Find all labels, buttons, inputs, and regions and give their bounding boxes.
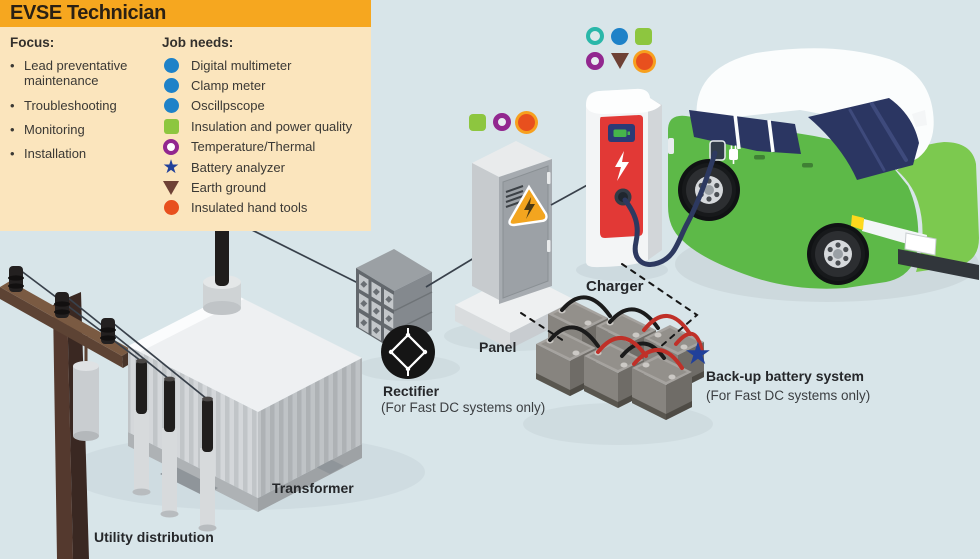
label-charger: Charger (586, 278, 644, 295)
list-item: Insulation and power quality (162, 118, 363, 134)
bolt-icon (615, 151, 629, 181)
focus-item-label: Lead preventative maintenance (24, 58, 128, 89)
orange-circle-icon (518, 113, 535, 131)
charging-cable (622, 150, 718, 267)
list-item: Earth ground (162, 180, 363, 195)
pole-insulators (8, 266, 116, 344)
blue-circle-icon (163, 98, 179, 114)
label-transformer: Transformer (272, 480, 354, 496)
charger-screen (608, 124, 635, 142)
purple-donut-icon (163, 138, 179, 155)
need-label: Insulation and power quality (191, 118, 353, 134)
bullet: • (10, 146, 15, 162)
list-item: Oscillpscope (162, 98, 363, 114)
list-item: • Troubleshooting (10, 98, 162, 113)
job-needs-section: Job needs: Digital multimeter Clamp mete… (162, 33, 363, 221)
need-label: Digital multimeter (191, 58, 292, 73)
bullet: • (10, 58, 15, 73)
bullet: • (10, 97, 15, 113)
need-label: Earth ground (191, 180, 267, 196)
list-item: Clamp meter (162, 78, 363, 94)
purple-donut-icon (493, 113, 511, 131)
need-label: Battery analyzer (191, 159, 285, 175)
green-square-icon (635, 27, 652, 45)
label-utility-distribution: Utility distribution (94, 529, 214, 545)
list-item: ★ Battery analyzer (162, 155, 363, 178)
focus-item-label: Monitoring (24, 121, 85, 137)
legend-panel: EVSE Technician Focus: • Lead preventativ… (0, 0, 371, 231)
wire-panel-charger (550, 182, 592, 206)
dashed-links (520, 263, 699, 349)
need-label: Clamp meter (191, 78, 266, 94)
charger (586, 88, 718, 268)
list-item: • Monitoring (10, 122, 162, 137)
bullet: • (10, 121, 15, 137)
warning-triangle-icon (508, 184, 548, 227)
orange-circle-icon (163, 200, 179, 216)
label-backup-battery: Back-up battery system (706, 368, 864, 384)
focus-item-label: Installation (24, 146, 87, 162)
wire-rectifier-panel (425, 257, 475, 288)
backup-battery-system (536, 295, 704, 420)
blue-star-icon: ★ (684, 336, 712, 372)
tool-icons-charger (586, 27, 653, 77)
green-square-icon (469, 113, 486, 131)
need-label: Insulated hand tools (191, 200, 308, 216)
focus-heading: Focus: (10, 35, 55, 50)
panel (455, 141, 575, 349)
side-mirror (912, 110, 927, 127)
orange-circle-icon (636, 52, 653, 70)
utility-pole (0, 281, 133, 559)
need-label: Oscillpscope (191, 98, 265, 114)
battery-cables (548, 295, 704, 370)
list-item: • Lead preventative maintenance (10, 58, 162, 89)
label-rectifier: Rectifier (383, 383, 440, 399)
front-bumper (898, 249, 979, 280)
note-rectifier: (For Fast DC systems only) (381, 400, 546, 415)
blue-circle-icon (163, 58, 179, 73)
license-plate (904, 232, 937, 256)
blue-circle-icon (611, 27, 628, 45)
brown-triangle-icon (163, 180, 179, 195)
transformer-bushings (132, 358, 217, 532)
purple-donut-icon (586, 52, 604, 70)
label-panel: Panel (479, 339, 517, 355)
focus-item-label: Troubleshooting (24, 97, 117, 113)
rectifier (356, 249, 435, 379)
brown-triangle-icon (611, 53, 629, 69)
diode-bridge-icon (381, 325, 435, 379)
legend-header: EVSE Technician (0, 0, 371, 27)
need-label: Temperature/Thermal (191, 139, 316, 155)
list-item: • Installation (10, 146, 162, 161)
teal-ring-icon (586, 27, 604, 45)
legend-body: Focus: • Lead preventative maintenance • T… (0, 27, 371, 231)
list-item: Temperature/Thermal (162, 138, 363, 155)
transformer (128, 224, 362, 512)
list-item: Insulated hand tools (162, 200, 363, 216)
list-item: Digital multimeter (162, 58, 363, 73)
electric-car (668, 48, 979, 289)
tool-icons-panel (469, 113, 535, 138)
focus-section: Focus: • Lead preventative maintenance • T… (10, 33, 162, 221)
note-backup-battery: (For Fast DC systems only) (706, 388, 871, 403)
turn-signal (851, 215, 864, 230)
blue-star-icon: ★ (162, 155, 180, 178)
job-needs-heading: Job needs: (162, 35, 234, 50)
green-square-icon (163, 118, 179, 134)
page-title: EVSE Technician (10, 2, 166, 24)
blue-circle-icon (163, 78, 179, 94)
